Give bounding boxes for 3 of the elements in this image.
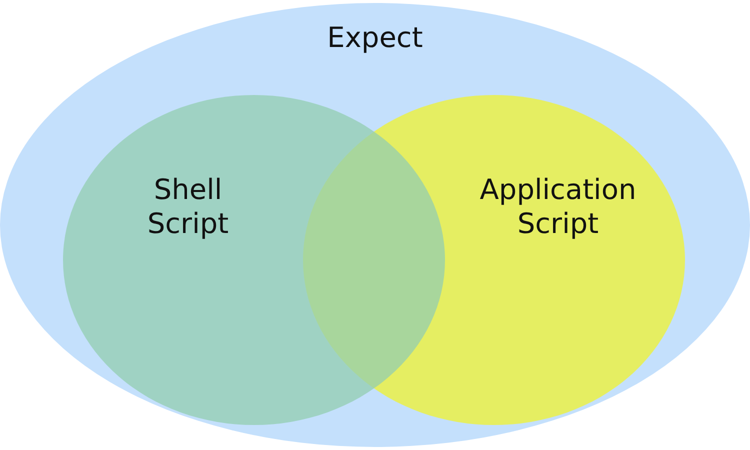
set-label: Expect <box>326 21 424 55</box>
set-label: Application Script <box>478 173 638 241</box>
set-label: Shell Script <box>146 173 230 241</box>
